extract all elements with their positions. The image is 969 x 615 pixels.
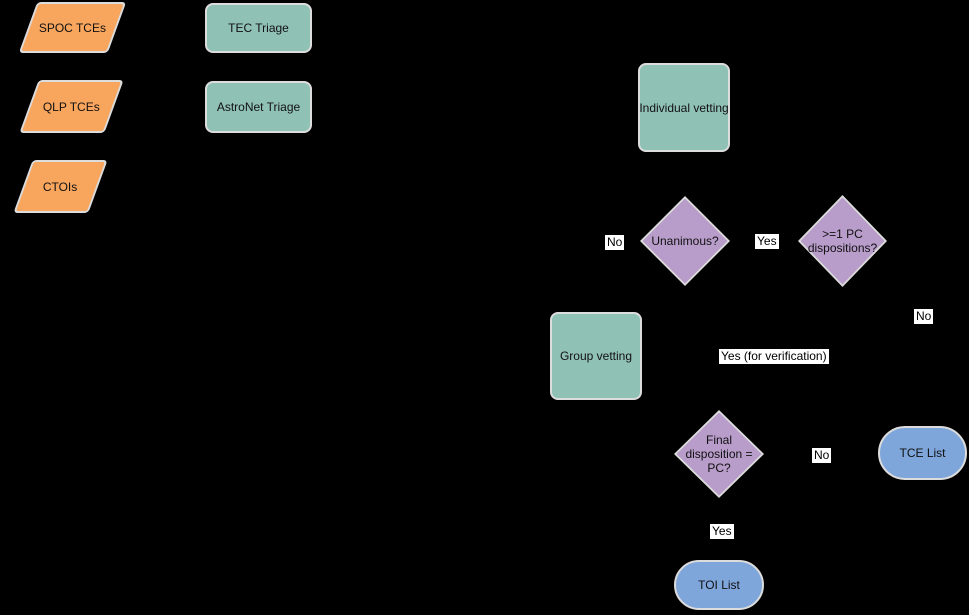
node-qlp-tces: QLP TCEs — [19, 80, 124, 133]
node-individual-vetting: Individual vetting — [638, 63, 730, 152]
node-tce-list: TCE List — [878, 426, 967, 480]
edge-label-unanimous-no: No — [605, 235, 625, 250]
node-group-vetting-label: Group vetting — [559, 349, 633, 363]
node-astronet-triage-label: AstroNet Triage — [216, 100, 301, 114]
node-unanimous: Unanimous? — [640, 196, 730, 286]
node-astronet-triage: AstroNet Triage — [205, 81, 312, 133]
node-toi-list-label: TOI List — [698, 578, 740, 592]
node-final-disposition-label: Final disposition = PC? — [685, 433, 753, 475]
edge-label-pc-dispositions-yes: Yes (for verification) — [719, 349, 829, 364]
node-ctois-label: CTOIs — [43, 179, 78, 194]
node-unanimous-label: Unanimous? — [651, 234, 719, 248]
edge-label-pc-dispositions-no: No — [914, 309, 934, 324]
node-tec-triage-label: TEC Triage — [228, 21, 289, 35]
edge-label-unanimous-yes: Yes — [755, 234, 779, 249]
node-pc-dispositions: >=1 PC dispositions? — [798, 195, 887, 287]
node-final-disposition: Final disposition = PC? — [674, 410, 764, 498]
node-spoc-tces: SPOC TCEs — [18, 2, 127, 53]
node-ctois: CTOIs — [13, 160, 108, 213]
edge-label-final-disposition-yes: Yes — [710, 524, 734, 539]
node-group-vetting: Group vetting — [550, 312, 642, 400]
node-qlp-tces-label: QLP TCEs — [43, 99, 100, 114]
node-toi-list: TOI List — [674, 560, 764, 610]
node-individual-vetting-label: Individual vetting — [639, 100, 729, 115]
node-pc-dispositions-label: >=1 PC dispositions? — [807, 227, 878, 255]
edge-label-final-disposition-no: No — [812, 448, 832, 463]
node-spoc-tces-label: SPOC TCEs — [38, 20, 107, 35]
node-tce-list-label: TCE List — [899, 446, 946, 460]
node-tec-triage: TEC Triage — [205, 3, 312, 53]
